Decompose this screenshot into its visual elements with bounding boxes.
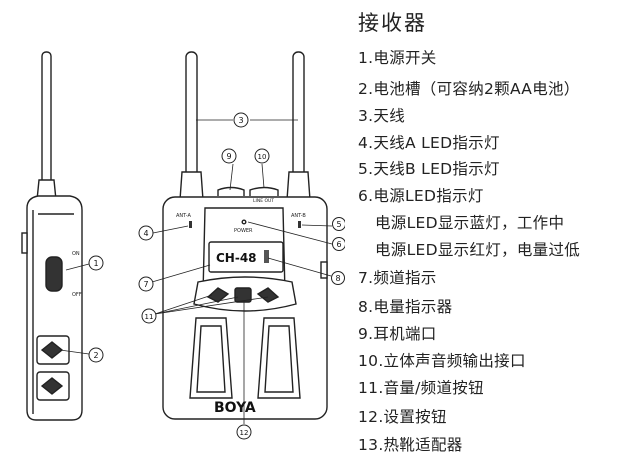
legend-item-6: 6.电源LED指示灯 <box>358 187 484 205</box>
legend-item-12: 12.设置按钮 <box>358 408 447 426</box>
legend-item-6-blue: 电源LED显示蓝灯，工作中 <box>375 214 565 232</box>
callout-5: 5 <box>332 217 345 231</box>
svg-text:2: 2 <box>93 351 98 360</box>
svg-text:BOYA: BOYA <box>214 400 256 416</box>
callout-10: 10 <box>254 148 270 164</box>
legend-item-7: 7.频道指示 <box>358 269 437 287</box>
svg-text:4: 4 <box>143 229 148 238</box>
svg-text:1: 1 <box>93 259 98 268</box>
legend-item-4: 4.天线A LED指示灯 <box>358 134 500 152</box>
callout-1: 1 <box>88 255 104 271</box>
svg-text:CH-48: CH-48 <box>216 251 257 265</box>
legend-item-2: 2.电池槽（可容纳2颗AA电池） <box>358 80 580 98</box>
svg-text:8: 8 <box>335 274 340 283</box>
svg-text:7: 7 <box>143 280 148 289</box>
svg-text:POWER: POWER <box>234 228 253 234</box>
legend-item-13: 13.热靴适配器 <box>358 436 463 454</box>
svg-text:9: 9 <box>226 152 231 161</box>
leader-lines <box>59 119 333 424</box>
legend-item-10: 10.立体声音频输出接口 <box>358 352 526 370</box>
svg-text:10: 10 <box>258 153 267 161</box>
svg-text:ANT-A: ANT-A <box>176 213 191 219</box>
svg-text:6: 6 <box>336 240 341 249</box>
legend-item-5: 5.天线B LED指示灯 <box>358 160 500 178</box>
svg-text:LINE OUT: LINE OUT <box>253 198 274 204</box>
callout-9: 9 <box>221 148 237 164</box>
side-view: ON OFF <box>21 51 83 421</box>
legend-panel: 接收器 1.电源开关 2.电池槽（可容纳2颗AA电池） 3.天线 4.天线A L… <box>348 0 640 469</box>
receiver-diagram: ON OFF CH-48 <box>21 51 345 440</box>
callout-4: 4 <box>138 225 154 241</box>
legend-item-11: 11.音量/频道按钮 <box>358 379 484 397</box>
callout-8: 8 <box>331 271 345 285</box>
svg-text:ON: ON <box>72 251 80 257</box>
svg-text:5: 5 <box>336 220 341 229</box>
legend-item-1: 1.电源开关 <box>358 49 437 67</box>
callout-12: 12 <box>236 424 252 440</box>
front-view: CH-48 POWER ANT-A ANT-B LINE OUT BOYA <box>162 51 328 420</box>
svg-text:11: 11 <box>145 313 154 321</box>
legend-item-8: 8.电量指示器 <box>358 298 453 316</box>
legend-item-9: 9.耳机端口 <box>358 325 437 343</box>
svg-text:ANT-B: ANT-B <box>291 213 306 219</box>
callout-11: 11 <box>141 308 157 324</box>
legend-item-3: 3.天线 <box>358 107 405 125</box>
legend-item-6-red: 电源LED显示红灯，电量过低 <box>375 241 581 259</box>
svg-text:OFF: OFF <box>72 292 82 298</box>
callout-2: 2 <box>88 347 104 363</box>
callout-6: 6 <box>332 237 345 251</box>
legend-title: 接收器 <box>358 11 427 35</box>
svg-text:12: 12 <box>240 429 249 437</box>
svg-text:3: 3 <box>238 116 243 125</box>
callout-7: 7 <box>138 276 154 292</box>
callout-3: 3 <box>233 112 249 128</box>
